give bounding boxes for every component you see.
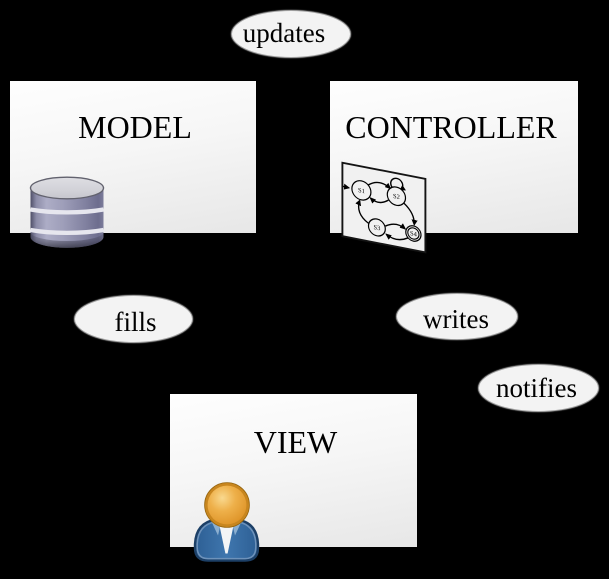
svg-text:S4: S4 (410, 230, 418, 238)
svg-text:S3: S3 (373, 224, 381, 232)
svg-text:S2: S2 (393, 193, 400, 201)
svg-text:S1: S1 (358, 187, 365, 195)
